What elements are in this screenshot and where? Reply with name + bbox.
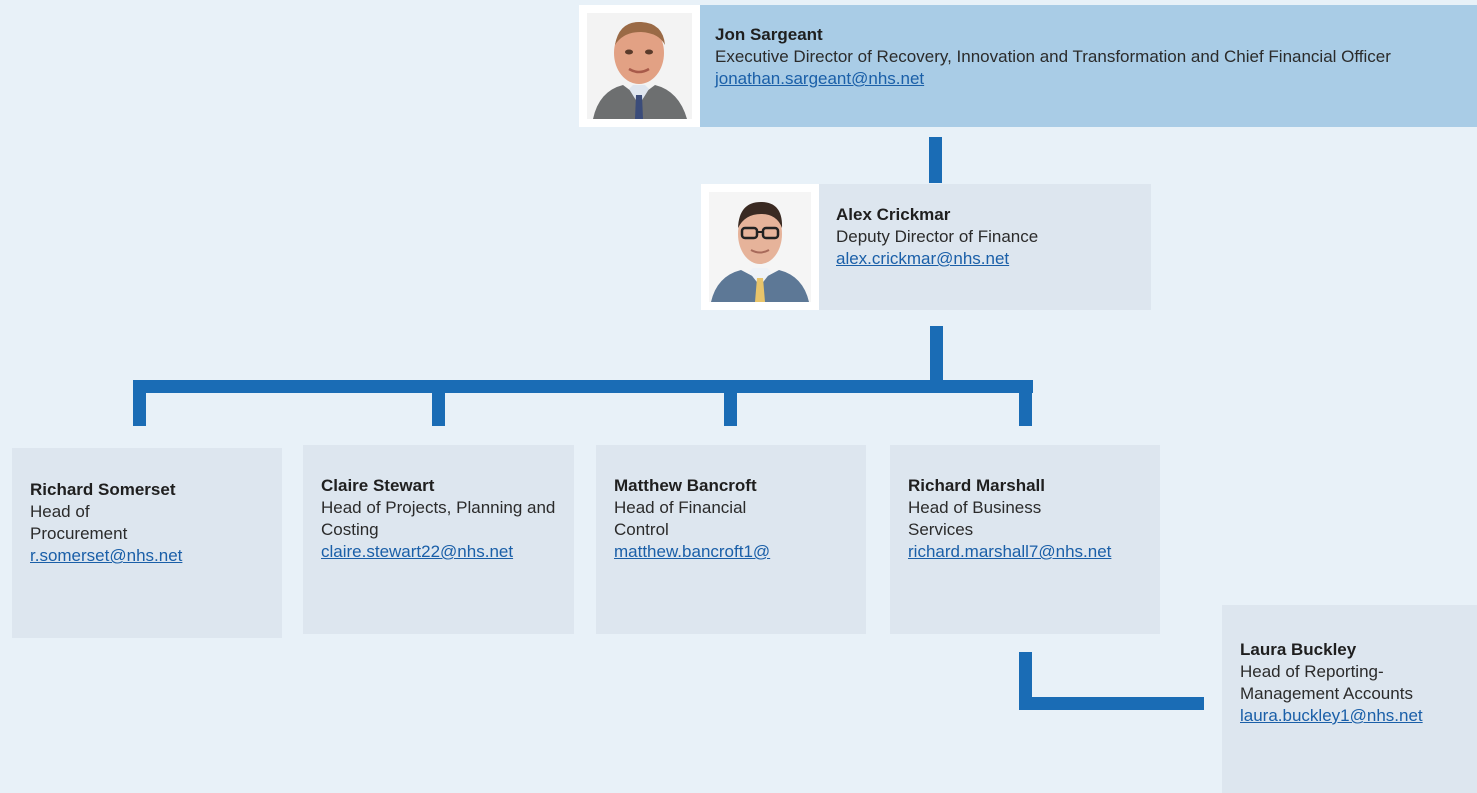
connector-alex-down <box>930 326 943 384</box>
person-photo-icon <box>709 192 811 302</box>
person-name: Alex Crickmar <box>836 205 951 224</box>
connector-drop-matthew-bancroft <box>724 380 737 426</box>
person-name: Matthew Bancroft <box>614 476 757 495</box>
photo-jon-sargeant <box>579 5 700 127</box>
email-link[interactable]: claire.stewart22@nhs.net <box>321 542 514 561</box>
org-card-laura-buckley: Laura Buckley Head of Reporting-Manageme… <box>1222 605 1477 793</box>
email-link[interactable]: matthew.bancroft1@ <box>614 542 771 561</box>
photo-alex-crickmar <box>701 184 819 310</box>
person-role: Deputy Director of Finance <box>836 227 1039 246</box>
connector-marshall-down <box>1019 652 1032 710</box>
connector-marshall-laura <box>1019 697 1204 710</box>
person-name: Claire Stewart <box>321 476 435 495</box>
connector-jon-alex <box>929 137 942 183</box>
person-photo-icon <box>587 13 692 119</box>
connector-drop-claire-stewart <box>432 380 445 426</box>
org-card-alex-crickmar: Alex Crickmar Deputy Director of Finance… <box>701 184 1151 310</box>
connector-horizontal-bus <box>133 380 1033 393</box>
person-role: Head of Projects, Planning and Costing <box>321 498 556 539</box>
email-link[interactable]: alex.crickmar@nhs.net <box>836 249 1010 268</box>
org-card-richard-marshall: Richard Marshall Head of Business Servic… <box>890 445 1160 634</box>
person-role: Head of Reporting-Management Accounts <box>1240 662 1413 703</box>
org-card-claire-stewart: Claire Stewart Head of Projects, Plannin… <box>303 445 574 634</box>
person-name: Richard Somerset <box>30 480 176 499</box>
person-role: Executive Director of Recovery, Innovati… <box>715 47 1391 66</box>
email-link[interactable]: jonathan.sargeant@nhs.net <box>715 69 925 88</box>
connector-drop-richard-somerset <box>133 380 146 426</box>
connector-drop-richard-marshall <box>1019 380 1032 426</box>
email-link[interactable]: richard.marshall7@nhs.net <box>908 542 1112 561</box>
org-card-jon-sargeant: Jon Sargeant Executive Director of Recov… <box>579 5 1477 127</box>
person-role: Head of Financial Control <box>614 498 747 539</box>
person-role: Head of Procurement <box>30 502 128 543</box>
org-card-matthew-bancroft: Matthew Bancroft Head of Financial Contr… <box>596 445 866 634</box>
person-name: Jon Sargeant <box>715 25 823 44</box>
org-card-richard-somerset: Richard Somerset Head of Procurement r.s… <box>12 448 282 638</box>
email-link[interactable]: laura.buckley1@nhs.net <box>1240 706 1423 725</box>
person-name: Richard Marshall <box>908 476 1045 495</box>
email-link[interactable]: r.somerset@nhs.net <box>30 546 183 565</box>
person-role: Head of Business Services <box>908 498 1042 539</box>
person-name: Laura Buckley <box>1240 640 1357 659</box>
